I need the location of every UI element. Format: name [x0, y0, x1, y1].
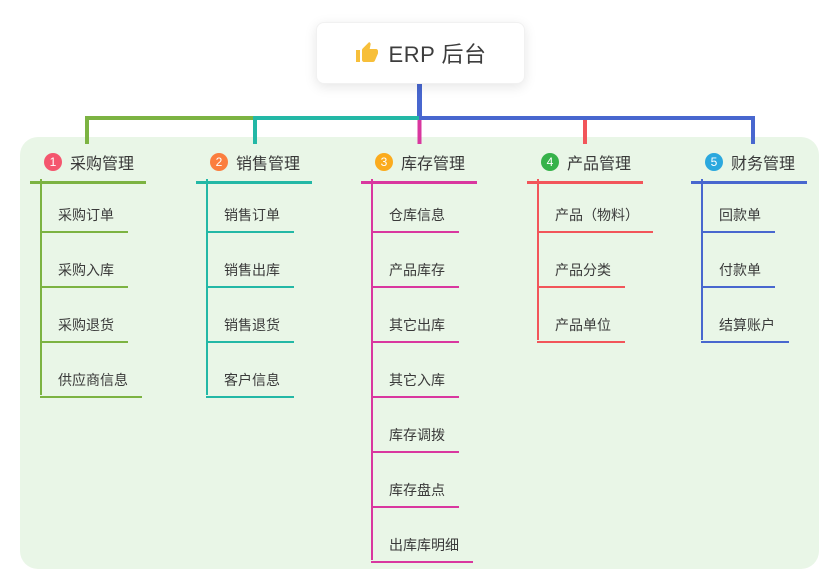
child-label: 其它入库: [389, 372, 445, 388]
child-node[interactable]: 销售出库: [206, 260, 294, 288]
child-label: 销售退货: [224, 317, 280, 333]
branch-label: 采购管理: [70, 156, 135, 173]
branch-tree-line: [701, 179, 703, 340]
child-node[interactable]: 仓库信息: [371, 205, 459, 233]
child-node[interactable]: 出库库明细: [371, 535, 473, 563]
branch-header-inventory[interactable]: 3 库存管理: [361, 150, 477, 184]
child-label: 采购退货: [58, 317, 114, 333]
branch-label: 库存管理: [401, 156, 466, 173]
child-node[interactable]: 付款单: [701, 260, 775, 288]
child-label: 供应商信息: [58, 372, 128, 388]
child-node[interactable]: 结算账户: [701, 315, 789, 343]
badge-1-icon: 1: [44, 153, 62, 171]
badge-2-icon: 2: [210, 153, 228, 171]
child-node[interactable]: 供应商信息: [40, 370, 142, 398]
branch-tree-line: [537, 179, 539, 340]
branch-header-purchase[interactable]: 1 采购管理: [30, 150, 146, 184]
child-node[interactable]: 销售订单: [206, 205, 294, 233]
child-label: 结算账户: [719, 317, 775, 333]
child-node[interactable]: 产品（物料）: [537, 205, 653, 233]
badge-5-icon: 5: [705, 153, 723, 171]
child-node[interactable]: 库存盘点: [371, 480, 459, 508]
child-label: 仓库信息: [389, 207, 445, 223]
child-label: 采购入库: [58, 262, 114, 278]
branches-panel: [20, 137, 819, 569]
child-node[interactable]: 采购退货: [40, 315, 128, 343]
branch-label: 销售管理: [236, 156, 301, 173]
child-label: 库存盘点: [389, 482, 445, 498]
child-label: 销售出库: [224, 262, 280, 278]
child-node[interactable]: 产品库存: [371, 260, 459, 288]
root-node[interactable]: ERP 后台: [316, 22, 525, 84]
root-title: ERP 后台: [388, 42, 487, 67]
child-label: 产品（物料）: [555, 207, 639, 223]
child-node[interactable]: 库存调拨: [371, 425, 459, 453]
branch-header-product[interactable]: 4 产品管理: [527, 150, 643, 184]
child-node[interactable]: 产品分类: [537, 260, 625, 288]
child-label: 客户信息: [224, 372, 280, 388]
child-label: 回款单: [719, 207, 761, 223]
child-label: 出库库明细: [389, 537, 459, 553]
child-node[interactable]: 销售退货: [206, 315, 294, 343]
badge-4-icon: 4: [541, 153, 559, 171]
branch-label: 产品管理: [567, 156, 632, 173]
child-node[interactable]: 采购入库: [40, 260, 128, 288]
branch-header-finance[interactable]: 5 财务管理: [691, 150, 807, 184]
badge-3-icon: 3: [375, 153, 393, 171]
child-label: 产品分类: [555, 262, 611, 278]
child-node[interactable]: 客户信息: [206, 370, 294, 398]
child-label: 付款单: [719, 262, 761, 278]
child-node[interactable]: 回款单: [701, 205, 775, 233]
thumbs-up-icon: [355, 42, 378, 62]
child-node[interactable]: 产品单位: [537, 315, 625, 343]
child-node[interactable]: 采购订单: [40, 205, 128, 233]
child-node[interactable]: 其它出库: [371, 315, 459, 343]
child-label: 销售订单: [224, 207, 280, 223]
child-label: 产品单位: [555, 317, 611, 333]
branch-label: 财务管理: [731, 156, 796, 173]
child-node[interactable]: 其它入库: [371, 370, 459, 398]
child-label: 库存调拨: [389, 427, 445, 443]
child-label: 其它出库: [389, 317, 445, 333]
child-label: 产品库存: [389, 262, 445, 278]
branch-header-sales[interactable]: 2 销售管理: [196, 150, 312, 184]
branch-tree-line: [371, 179, 373, 560]
child-label: 采购订单: [58, 207, 114, 223]
